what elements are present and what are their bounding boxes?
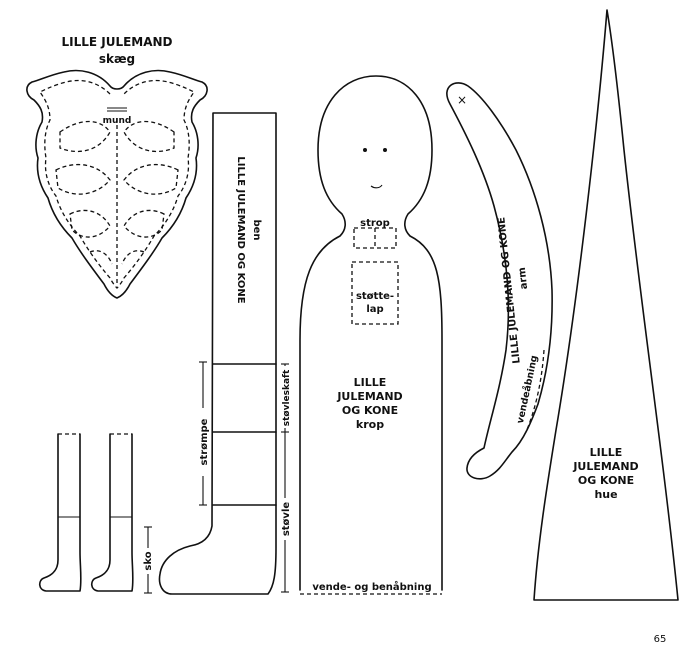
label-stoevle: støvle <box>281 502 292 537</box>
arm-opening-seam <box>525 349 545 433</box>
label-backdrop <box>141 548 155 574</box>
leg-outline <box>158 112 277 595</box>
label-stroempe: strømpe <box>199 418 210 465</box>
body-title-line2: JULEMAND <box>336 390 402 403</box>
stoette-lap-outline <box>351 261 399 325</box>
stoette-lap-label-line2: lap <box>366 304 383 315</box>
label-stoevleskaft: støvleskaft <box>282 369 292 426</box>
body-outline <box>299 75 443 591</box>
body-title-line1: LILLE <box>354 376 387 389</box>
hat-title-line3: OG KONE <box>578 474 634 487</box>
beard-seam <box>39 79 195 289</box>
beard-motif <box>123 120 175 153</box>
leg-pattern: LILLE JULEMAND OG KONE ben strømpe støvl… <box>141 112 292 595</box>
leg-vertical-label: LILLE JULEMAND OG KONE <box>235 156 246 303</box>
beard-motif <box>55 163 111 195</box>
hat-outline <box>533 9 679 601</box>
strop-label: strop <box>360 218 390 229</box>
beard-outline <box>26 69 208 299</box>
hat-pattern: LILLE JULEMAND OG KONE hue <box>533 9 679 601</box>
beard-motif <box>121 250 145 265</box>
hat-title-line4: hue <box>594 488 617 501</box>
page-number: 65 <box>654 634 667 645</box>
beard-motif <box>59 120 111 153</box>
stoette-lap-label-line1: støtte- <box>356 291 394 302</box>
arm-mark: × <box>457 93 467 107</box>
hat-title-line2: JULEMAND <box>572 460 638 473</box>
label-backdrop <box>278 498 292 540</box>
small-leg-outline <box>90 433 134 592</box>
arm-pattern: × vendeåbning LILLE JULEMAND OG KONE arm <box>446 82 553 480</box>
arm-opening-label: vendeåbning <box>515 354 540 424</box>
body-title-line3: OG KONE <box>342 404 398 417</box>
label-backdrop <box>196 408 210 476</box>
arm-outline <box>446 82 553 480</box>
beard-pattern: LILLE JULEMAND skæg mund <box>26 35 208 299</box>
body-eye <box>363 148 367 152</box>
label-sko: sko <box>143 551 154 570</box>
label-backdrop <box>278 366 292 428</box>
hat-title-line1: LILLE <box>590 446 623 459</box>
beard-motif <box>89 250 113 265</box>
body-opening-label: vende- og benåbning <box>312 580 431 593</box>
leg-vertical-sub: ben <box>251 219 262 240</box>
small-legs <box>38 433 134 592</box>
beard-motif <box>123 163 179 195</box>
body-eye <box>383 148 387 152</box>
beard-motif <box>123 209 165 238</box>
mouth-label: mund <box>103 116 132 126</box>
body-mouth <box>370 184 383 189</box>
body-pattern: strop støtte- lap LILLE JULEMAND OG KONE… <box>299 75 443 595</box>
beard-subtitle: skæg <box>99 52 135 66</box>
body-title-line4: krop <box>356 418 384 431</box>
arm-vertical-sub: arm <box>517 267 530 290</box>
beard-title: LILLE JULEMAND <box>61 35 172 49</box>
beard-motif <box>69 209 111 238</box>
small-leg-outline <box>38 433 82 592</box>
